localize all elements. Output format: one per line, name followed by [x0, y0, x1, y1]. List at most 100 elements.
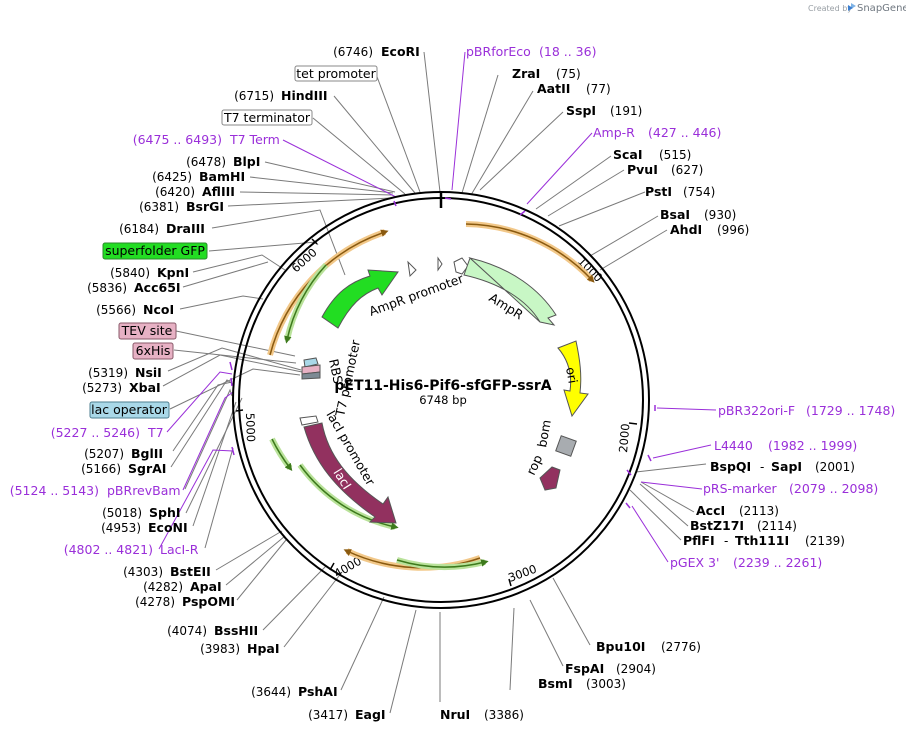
pgex3-label[interactable]: pGEX 3': [670, 555, 719, 570]
nsii-label[interactable]: NsiI: [135, 365, 162, 380]
feature-ampr-arrow[interactable]: [463, 257, 557, 326]
bstz17i-pos: (2114): [757, 519, 797, 533]
scai-label[interactable]: ScaI: [613, 147, 643, 162]
superfolder-gfp-box[interactable]: [102, 242, 208, 260]
blpi-label[interactable]: BlpI: [233, 154, 260, 169]
feature-bom-box[interactable]: [555, 435, 577, 457]
t7term-label[interactable]: T7 Term: [229, 132, 280, 147]
acc65i-pos: (5836): [87, 281, 127, 295]
apai-pos: (4282): [143, 580, 183, 594]
pflfi-sep: -: [724, 534, 728, 548]
hindiii-label[interactable]: HindIII: [281, 88, 328, 103]
afliii-pos: (6420): [155, 185, 195, 199]
feature-laci-promoter[interactable]: [299, 415, 319, 426]
ecori-label[interactable]: EcoRI: [381, 44, 420, 59]
laci-r-label[interactable]: LacI-R: [160, 542, 199, 557]
draiii-label[interactable]: DraIII: [166, 221, 205, 236]
sspi-label[interactable]: SspI: [566, 103, 596, 118]
afliii-label[interactable]: AflIII: [202, 184, 235, 199]
xbai-label[interactable]: XbaI: [129, 380, 161, 395]
superfolder-gfp-label[interactable]: superfolder GFP: [105, 243, 205, 258]
feature-arcs: [267, 221, 595, 571]
pbrrevbam-label[interactable]: pBRrevBam: [107, 483, 181, 498]
bom-label: bom: [534, 419, 554, 449]
pbr322ori-label[interactable]: pBR322ori-F: [718, 403, 795, 418]
econi-label[interactable]: EcoNI: [148, 520, 188, 535]
bamhi-label[interactable]: BamHI: [199, 169, 245, 184]
ahdi-pos: (996): [717, 223, 749, 237]
draiii-pos: (6184): [119, 222, 159, 236]
sixhis-box[interactable]: [132, 342, 174, 360]
apai-label[interactable]: ApaI: [190, 579, 222, 594]
nsii-pos: (5319): [88, 366, 128, 380]
t7term-range: (6475 .. 6493): [133, 132, 222, 147]
feature-laci-arrow[interactable]: [303, 422, 397, 524]
rs-marker-label[interactable]: pRS-marker: [703, 481, 778, 496]
lac-operator-label[interactable]: lac operator: [91, 402, 168, 417]
acci-label[interactable]: AccI: [696, 503, 725, 518]
kpni-label[interactable]: KpnI: [157, 265, 189, 280]
sapi-label[interactable]: SapI: [771, 459, 802, 474]
fspai-label[interactable]: FspAI: [565, 661, 604, 676]
sspi-pos: (191): [610, 104, 642, 118]
bsteii-label[interactable]: BstEII: [170, 564, 211, 579]
zrai-label[interactable]: ZraI: [512, 66, 540, 81]
tet-promoter-box[interactable]: [294, 65, 378, 82]
bsai-pos: (930): [704, 208, 736, 222]
ncoi-label[interactable]: NcoI: [143, 302, 174, 317]
feature-expression-cassette[interactable]: [301, 357, 321, 380]
feature-ori-arrow[interactable]: [557, 340, 589, 418]
bsshii-label[interactable]: BssHII: [214, 623, 258, 638]
pshai-label[interactable]: PshAI: [298, 684, 338, 699]
bsrgi-label[interactable]: BsrGI: [186, 199, 224, 214]
ecori-pos: (6746): [333, 45, 373, 59]
feature-rop-arrow[interactable]: [539, 466, 561, 491]
feature-ampr-promoter[interactable]: [407, 256, 469, 278]
psti-label[interactable]: PstI: [645, 184, 672, 199]
feature-sfgfp-arrow[interactable]: [321, 269, 399, 329]
t7-label[interactable]: T7: [147, 425, 164, 440]
acc65i-label[interactable]: Acc65I: [134, 280, 181, 295]
pbrforeco-label[interactable]: pBRforEco: [466, 44, 531, 59]
ampr-primer-label[interactable]: Amp-R: [593, 125, 635, 140]
tev-site-box[interactable]: [118, 322, 177, 340]
tth111i-label[interactable]: Tth111I: [735, 533, 789, 548]
sgrai-label[interactable]: SgrAI: [128, 461, 166, 476]
sphi-label[interactable]: SphI: [149, 505, 181, 520]
bsshii-pos: (4074): [167, 624, 207, 638]
zrai-pos: (75): [556, 67, 581, 81]
pshai-pos: (3644): [251, 685, 291, 699]
bglii-label[interactable]: BglII: [131, 446, 163, 461]
pspomi-label[interactable]: PspOMI: [182, 594, 235, 609]
hpai-label[interactable]: HpaI: [247, 641, 280, 656]
scai-pos: (515): [659, 148, 691, 162]
primer-marks: [229, 197, 656, 509]
bsmi-label[interactable]: BsmI: [538, 676, 573, 691]
bsmi-pos: (3003): [586, 677, 626, 691]
pflfi-label[interactable]: PflFI: [683, 533, 715, 548]
tick-2000: 2000: [616, 423, 632, 453]
t7-terminator-box[interactable]: [221, 109, 313, 126]
tev-site-label[interactable]: TEV site: [121, 323, 173, 338]
aatii-label[interactable]: AatII: [537, 81, 570, 96]
sixhis-label[interactable]: 6xHis: [136, 343, 171, 358]
bpu10i-label[interactable]: Bpu10I: [596, 639, 645, 654]
tet-promoter-label[interactable]: tet promoter: [296, 66, 376, 81]
eagi-label[interactable]: EagI: [355, 707, 386, 722]
ahdi-label[interactable]: AhdI: [670, 222, 702, 237]
blpi-pos: (6478): [186, 155, 226, 169]
l4440-label[interactable]: L4440: [714, 438, 753, 453]
pvui-pos: (627): [671, 163, 703, 177]
nrui-label[interactable]: NruI: [440, 707, 470, 722]
bsai-label[interactable]: BsaI: [660, 207, 690, 222]
pvui-label[interactable]: PvuI: [627, 162, 658, 177]
bstz17i-label[interactable]: BstZ17I: [690, 518, 744, 533]
rs-marker-range: (2079 .. 2098): [789, 481, 878, 496]
lac-operator-box[interactable]: [89, 401, 170, 419]
t7-terminator-label[interactable]: T7 terminator: [223, 110, 311, 125]
pflfi-pos: (2139): [805, 534, 845, 548]
bspqi-label[interactable]: BspQI: [710, 459, 751, 474]
leader-lines: [162, 51, 707, 714]
l4440-range: (1982 .. 1999): [768, 438, 857, 453]
